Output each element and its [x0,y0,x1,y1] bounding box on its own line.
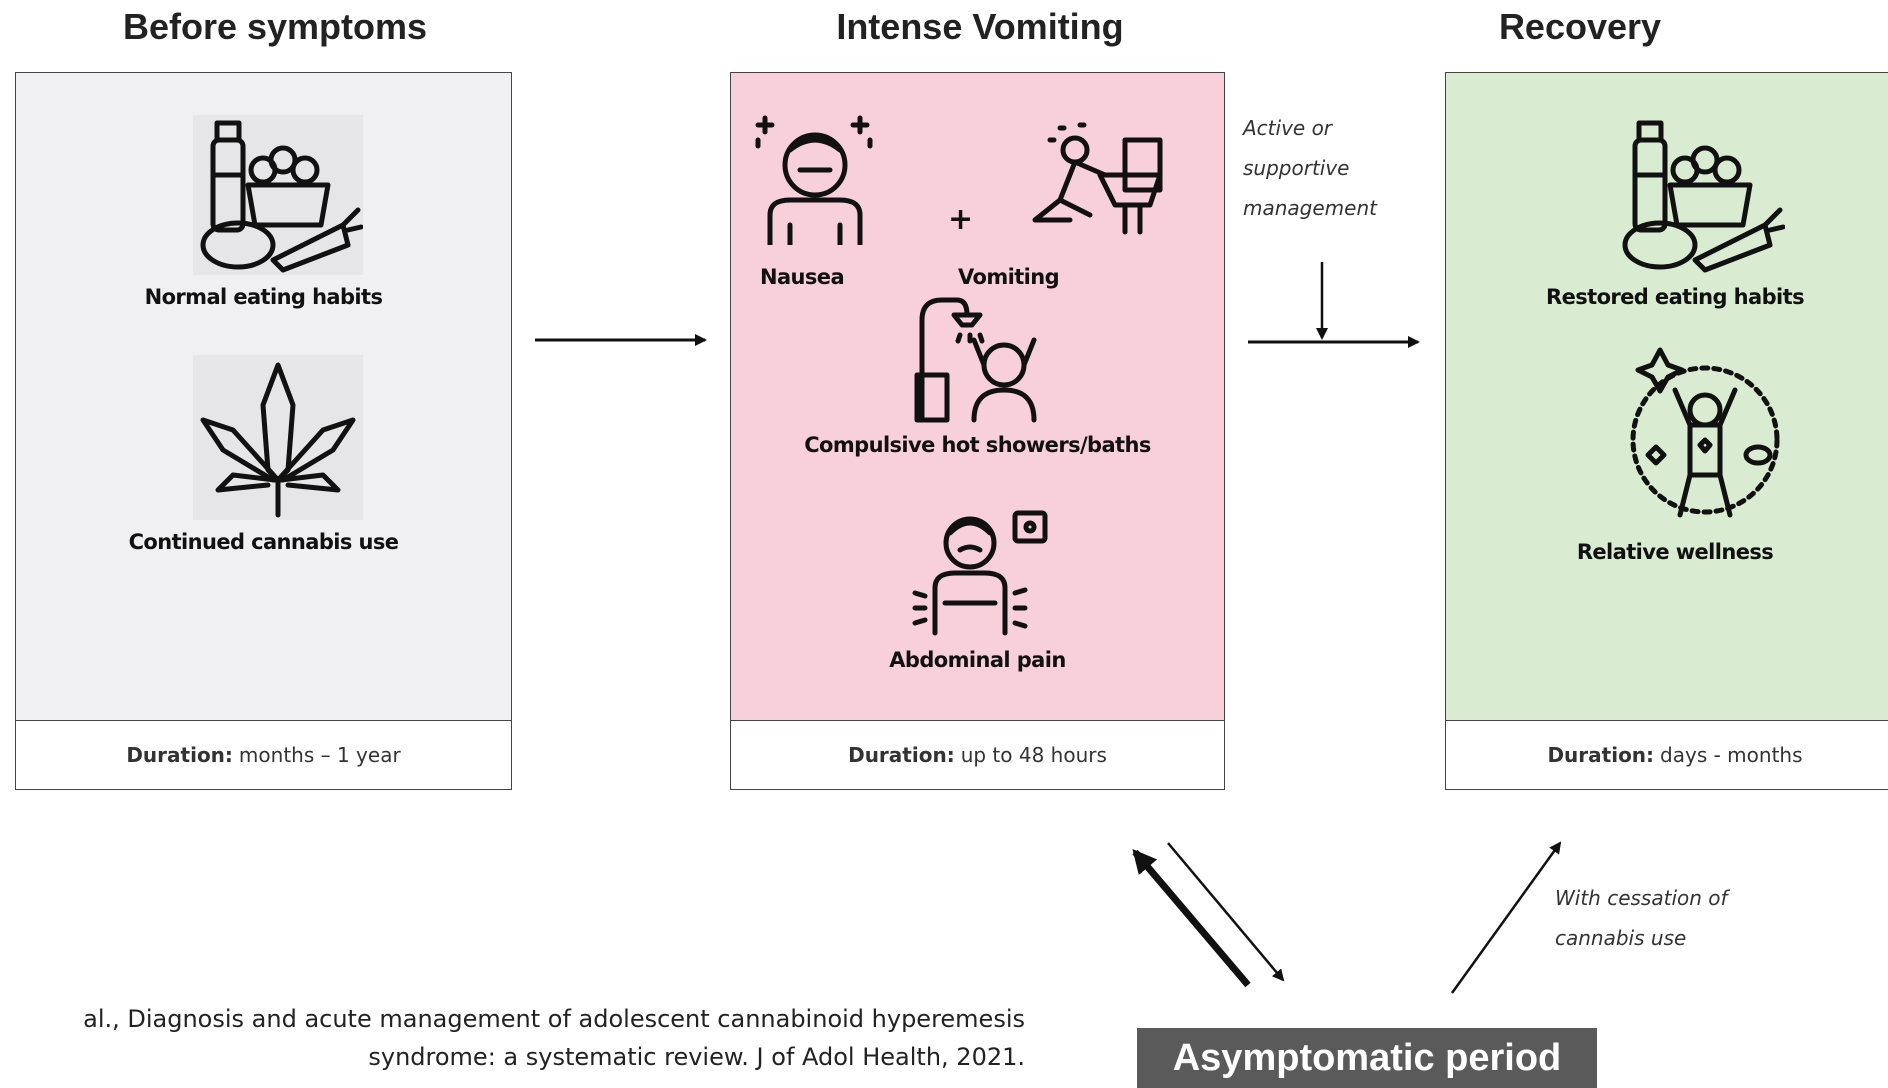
nausea-person-icon [755,115,873,245]
heading-recovery: Recovery [1498,6,1662,47]
note-cessation: With cessation of cannabis use [1555,878,1728,958]
heading-intense-vomiting: Intense Vomiting [836,6,1124,47]
arrow-asymptomatic-to-recovery [1450,841,1562,994]
duration-recovery: Duration: days - months [1446,720,1888,789]
arrow-asymptomatic-to-intense [1132,848,1251,988]
item-normal-eating: Normal eating habits [144,285,383,309]
note-management: Active or supportive management [1243,108,1377,228]
item-nausea: Nausea [760,265,845,289]
note-management-line-1: Active or [1243,116,1333,140]
panel-intense-vomiting: Duration: up to 48 hours [730,72,1225,790]
asymptomatic-period-box: Asymptomatic period [1137,1028,1597,1088]
citation-line-2: syndrome: a systematic review. J of Adol… [368,1043,1025,1071]
item-vomiting: Vomiting [958,265,1060,289]
vomiting-person-icon [1032,122,1163,235]
item-abdominal-pain: Abdominal pain [889,648,1066,672]
duration-label: Duration: [848,743,955,767]
shower-icon [914,297,1037,423]
note-management-line-2: supportive [1243,156,1350,180]
item-continued-cannabis: Continued cannabis use [128,530,399,554]
item-relative-wellness: Relative wellness [1576,540,1774,564]
item-hot-showers: Compulsive hot showers/baths [804,433,1151,457]
arrow-intense-to-asymptomatic [1167,842,1285,982]
wellness-person-icon [1630,347,1780,518]
duration-value: days - months [1660,743,1803,767]
cannabis-leaf-icon [193,355,363,520]
plus-sign: + [948,202,973,237]
item-restored-eating: Restored eating habits [1546,285,1805,309]
food-groceries-icon [193,115,363,275]
duration-label: Duration: [1547,743,1655,767]
duration-value: up to 48 hours [960,743,1107,767]
duration-intense: Duration: up to 48 hours [731,720,1224,789]
food-groceries-icon [1622,120,1785,273]
abdominal-pain-icon [912,510,1048,636]
citation-line-1: al., Diagnosis and acute management of a… [83,1005,1025,1033]
heading-before-symptoms: Before symptoms [122,6,428,47]
duration-label: Duration: [126,743,233,767]
duration-before: Duration: months – 1 year [16,720,511,789]
note-cessation-line-1: With cessation of [1555,886,1728,910]
citation: al., Diagnosis and acute management of a… [83,1000,1025,1076]
note-cessation-line-2: cannabis use [1555,926,1687,950]
duration-value: months – 1 year [238,743,401,767]
note-management-line-3: management [1243,196,1377,220]
